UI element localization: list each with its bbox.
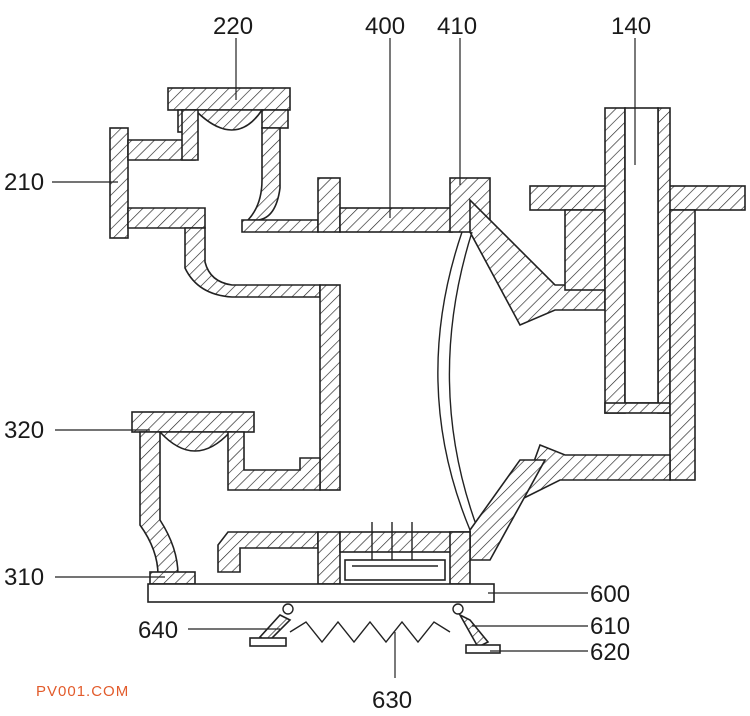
base-plate-600 [147,583,495,603]
label-310: 310 [4,564,44,591]
label-610: 610 [590,613,630,640]
label-620: 620 [590,639,630,666]
label-410: 410 [437,13,477,40]
label-600: 600 [590,581,630,608]
label-140: 140 [611,13,651,40]
label-400: 400 [365,13,405,40]
label-630: 630 [372,687,412,714]
watermark: PV001.COM [36,683,129,700]
leader-lines [52,38,636,678]
lower-flange-320 [131,411,321,576]
base-chamber-310 [149,522,471,585]
lower-right-wall [469,459,547,561]
label-210: 210 [4,169,44,196]
diaphragm-400 [437,231,479,531]
outlet-housing-140 [518,107,746,502]
inlet-pipe-210 [109,109,206,239]
reference-labels: 220 400 410 140 210 320 310 600 640 610 … [4,13,651,714]
label-320: 320 [4,417,44,444]
upper-chamber-walls [184,127,453,491]
label-220: 220 [213,13,253,40]
label-640: 640 [138,617,178,644]
support-feet [249,603,501,654]
